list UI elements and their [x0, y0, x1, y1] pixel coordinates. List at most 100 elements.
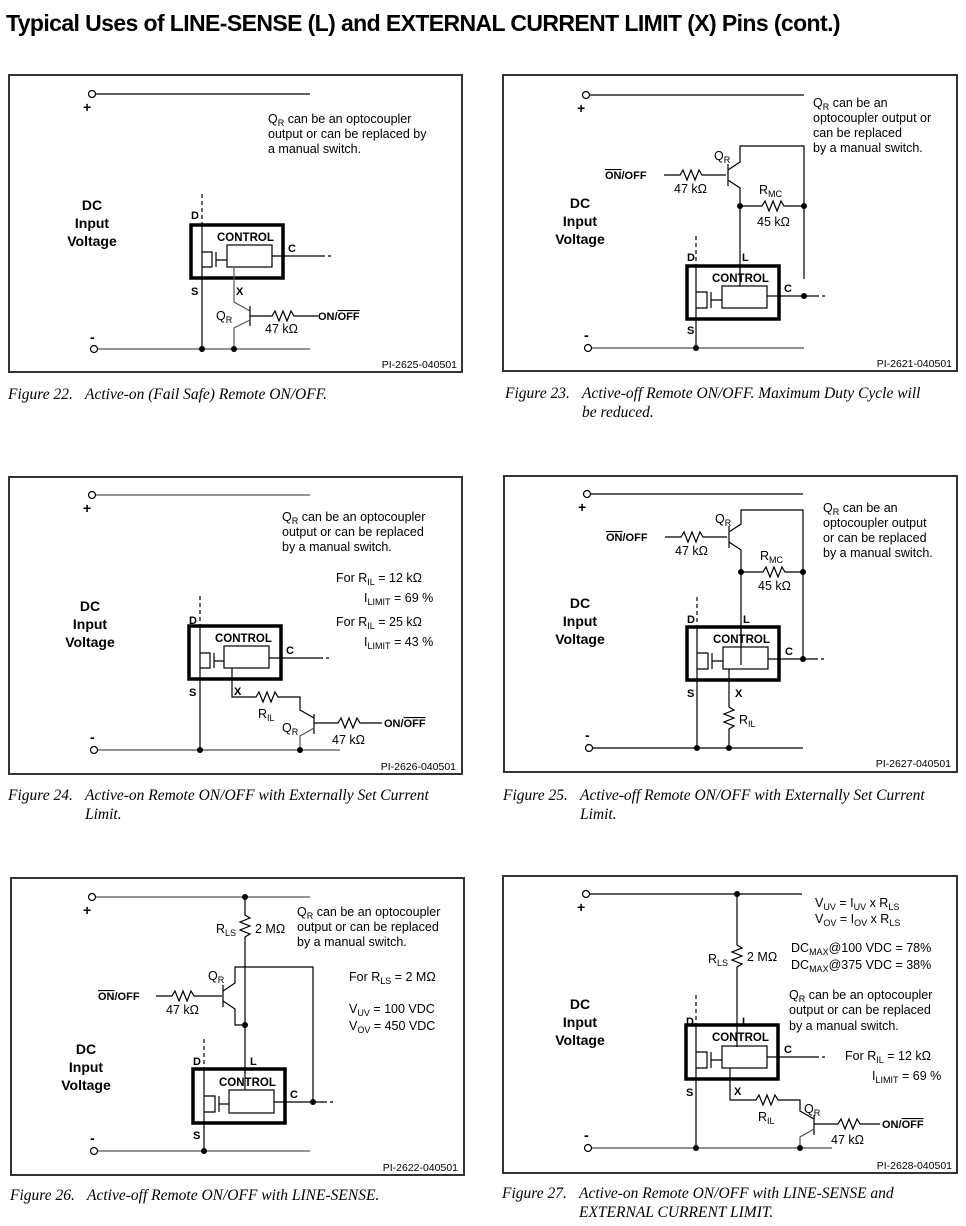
dc-label: DC: [570, 996, 590, 1012]
pin-d-label: D: [686, 1016, 694, 1028]
control-block: [228, 1089, 275, 1114]
dc-label: DC: [76, 1041, 96, 1057]
pin-c-label: C: [290, 1089, 298, 1101]
pin-c-label: C: [784, 1044, 792, 1056]
figure-24-schematic: + - DC Input Voltage QR can be an optoco…: [65, 490, 456, 773]
figure-25-diagram: + - DC Input Voltage QR can be an optoco…: [503, 475, 958, 773]
rmc-value: 45 kΩ: [757, 215, 790, 229]
qr-note-line: by a manual switch.: [282, 540, 392, 554]
junction-dot: [726, 745, 732, 751]
qr-note: QR can be an optocoupler: [789, 988, 932, 1004]
ic-package: [685, 625, 781, 682]
pin-s-label: S: [193, 1130, 200, 1142]
plus-sign: +: [577, 899, 585, 915]
rmc-label: RMC: [759, 183, 783, 199]
qr-label: QR: [714, 149, 731, 165]
junction-dot: [199, 346, 205, 352]
junction-dot: [800, 569, 806, 575]
caption-text: Active-off Remote ON/OFF. Maximum Duty C…: [582, 385, 921, 402]
control-label: CONTROL: [217, 232, 274, 244]
pin-s-label: S: [687, 688, 694, 700]
rls-label: RLS: [708, 952, 728, 968]
dc-label: DC: [570, 595, 590, 611]
caption-text: Active-on Remote ON/OFF with LINE-SENSE …: [579, 1185, 894, 1202]
pin-s-label: S: [189, 687, 196, 699]
mosfet-symbol: [696, 1051, 722, 1069]
dc-label: DC: [82, 197, 102, 213]
minus-sign: -: [90, 729, 95, 745]
voltage-label: Voltage: [555, 1032, 605, 1048]
qr-label: QR: [804, 1102, 821, 1118]
page-title: Typical Uses of LINE-SENSE (L) and EXTER…: [6, 10, 841, 36]
pin-l-label: L: [742, 252, 749, 264]
pin-d-label: D: [191, 210, 199, 222]
figure-23-caption: Figure 23.Active-off Remote ON/OFF. Maxi…: [505, 384, 960, 422]
emitter-wire: [727, 179, 741, 279]
qr-note-line: a manual switch.: [268, 142, 361, 156]
qr-note-line: output or can be replaced: [282, 525, 424, 539]
resistor-value: 47 kΩ: [265, 322, 298, 336]
negative-terminal: [584, 743, 594, 753]
figure-24-diagram: + - DC Input Voltage QR can be an optoco…: [8, 476, 463, 775]
pin-s-label: S: [191, 286, 198, 298]
positive-terminal: [87, 490, 97, 500]
rmc-value: 45 kΩ: [758, 579, 791, 593]
qr-note-line: optocoupler output: [823, 516, 927, 530]
x-wire: [233, 267, 251, 312]
caption-text-continued: be reduced.: [582, 404, 654, 421]
control-block: [721, 1045, 768, 1069]
qr-note-line: can be replaced: [813, 126, 902, 140]
emitter-wire: [799, 1128, 815, 1148]
qr-label: QR: [715, 512, 732, 528]
spec-line: ILIMIT = 69 %: [872, 1069, 941, 1085]
qr-note-line: by a manual switch.: [813, 141, 923, 155]
junction-dot: [201, 1148, 207, 1154]
junction-dot: [693, 345, 699, 351]
figure-27-diagram: + - DC Input Voltage VUV = IUV x RLS VOV…: [502, 875, 958, 1174]
figure-number: Figure 22.: [8, 386, 73, 403]
on-off-label: ON/OFF: [384, 718, 426, 730]
resistor-value: 47 kΩ: [332, 733, 365, 747]
figure-number: Figure 25.: [503, 787, 568, 804]
caption-text: Active-off Remote ON/OFF with LINE-SENSE…: [87, 1187, 380, 1204]
collector-wire: [728, 509, 804, 660]
control-block: [226, 244, 273, 268]
caption-text-continued: EXTERNAL CURRENT LIMIT.: [579, 1204, 774, 1221]
qr-note: QR can be an optocoupler: [268, 112, 411, 128]
ril-label: RIL: [758, 1110, 775, 1126]
dc-label: DC: [80, 598, 100, 614]
on-off-label: ON/OFF: [318, 311, 360, 323]
ic-package: [685, 264, 781, 321]
qr-note-line: by a manual switch.: [823, 546, 933, 560]
off-on-label: ON/OFF: [605, 170, 647, 182]
figure-number: Figure 27.: [502, 1185, 567, 1202]
junction-dot: [310, 1099, 316, 1105]
negative-terminal: [583, 343, 593, 353]
qr-label: QR: [282, 721, 299, 737]
caption-text: Active-on Remote ON/OFF with Externally …: [85, 787, 429, 804]
dc-label: DC: [570, 195, 590, 211]
off-on-label: ON/OFF: [606, 532, 648, 544]
qr-note-line: or can be replaced: [823, 531, 927, 545]
ic-package: [189, 223, 285, 280]
negative-terminal: [89, 745, 99, 755]
input-label: Input: [563, 1014, 598, 1030]
resistor-ril: [231, 668, 315, 719]
part-id: PI-2627-040501: [876, 758, 951, 770]
figure-22-diagram: + - DC Input Voltage QR can be an optoco…: [8, 74, 463, 373]
part-id: PI-2625-040501: [382, 359, 457, 371]
input-label: Input: [563, 213, 598, 229]
resistor-rmc: [740, 199, 804, 213]
junction-dot: [738, 569, 744, 575]
voltage-label: Voltage: [555, 631, 605, 647]
ril-label: RIL: [258, 707, 275, 723]
negative-terminal: [89, 1146, 99, 1156]
plus-sign: +: [577, 100, 585, 116]
spec-line: For RLS = 2 MΩ: [349, 970, 436, 986]
control-label: CONTROL: [712, 1032, 769, 1044]
formula-line: VUV = IUV x RLS: [815, 896, 899, 912]
figure-27-schematic: + - DC Input Voltage VUV = IUV x RLS VOV…: [555, 889, 952, 1172]
ic-package: [187, 624, 283, 681]
junction-dot: [801, 203, 807, 209]
minus-sign: -: [90, 329, 95, 345]
